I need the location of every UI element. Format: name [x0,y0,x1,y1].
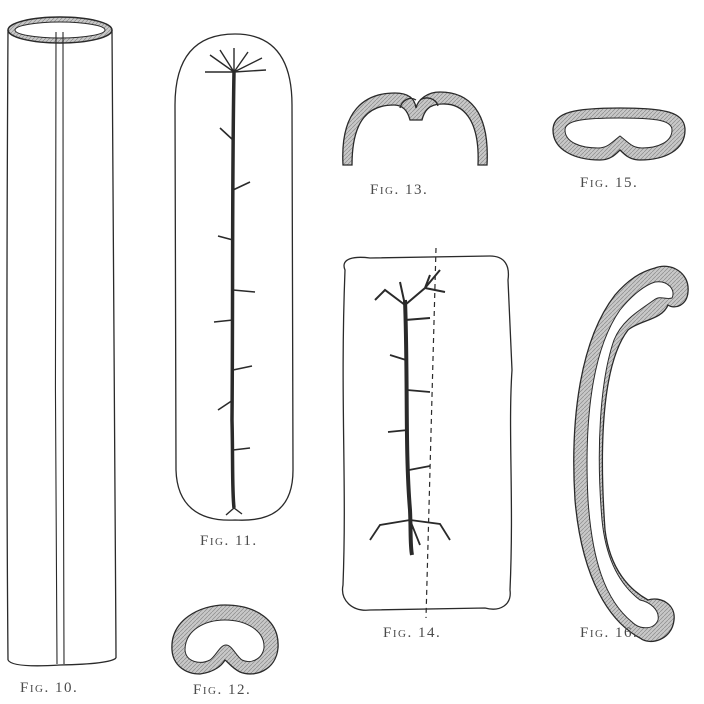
fig15-caption: Fig. 15. [580,175,638,192]
fig14-outline-drawing [343,248,512,618]
fig11-caption: Fig. 11. [200,533,258,550]
fig11-outline-drawing [175,34,293,520]
fig16-caption: Fig. 16. [580,625,638,642]
fig14-caption: Fig. 14. [383,625,441,642]
fig12-cross-section-drawing [172,605,278,674]
fig10-tube-drawing [7,17,116,666]
fig13-caption: Fig. 13. [370,182,428,199]
fig10-caption: Fig. 10. [20,680,78,697]
fig12-caption: Fig. 12. [193,682,251,699]
fig16-curved-section-drawing [574,266,688,641]
fig15-ring-drawing [553,108,685,160]
fig13-arch-drawing [343,92,488,165]
